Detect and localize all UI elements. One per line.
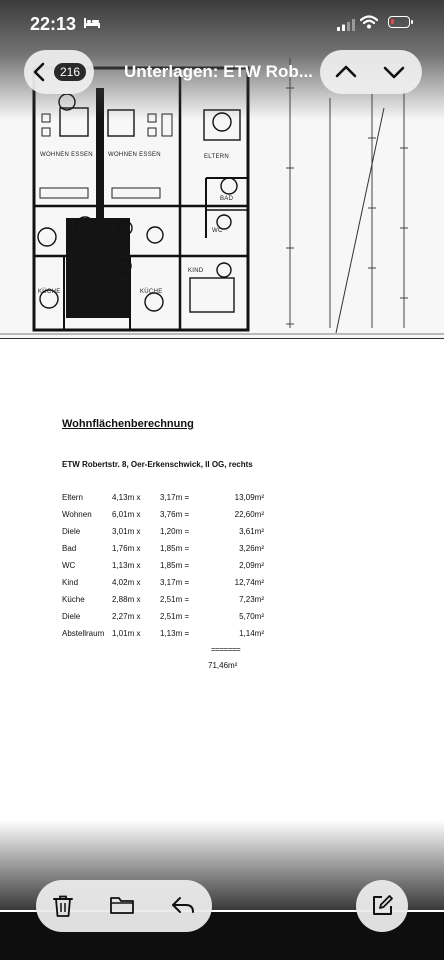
area-calculation-page: Wohnflächenberechnung ETW Robertstr. 8, …: [0, 339, 444, 899]
photo-count-badge: 216: [54, 63, 87, 81]
page-divider: [0, 338, 444, 339]
sum-rule: =======: [211, 645, 241, 654]
chevron-down-icon[interactable]: [380, 60, 408, 84]
back-button[interactable]: 216: [24, 50, 94, 94]
cellular-signal-icon: [337, 19, 355, 31]
folder-icon[interactable]: [109, 894, 135, 916]
document-subtitle: ETW Robertstr. 8, Oer-Erkenschwick, II O…: [62, 460, 253, 469]
navigate-pill: [320, 50, 422, 94]
room-label: WOHNEN ESSEN: [40, 152, 93, 158]
bed-icon: [84, 18, 100, 28]
chevron-left-icon: [33, 62, 45, 82]
room-label: ELTERN: [204, 154, 230, 160]
room-label: WC: [212, 228, 223, 234]
edit-icon: [373, 895, 393, 915]
page-title: Unterlagen: ETW Rob...: [124, 62, 313, 81]
wifi-icon: [360, 15, 378, 29]
document-heading: Wohnflächenberechnung: [62, 418, 194, 430]
reply-icon[interactable]: [170, 894, 196, 916]
chevron-up-icon[interactable]: [332, 60, 360, 84]
bottom-toolbar: [36, 880, 212, 932]
room-label: KIND: [188, 268, 204, 274]
room-label: WOHNEN ESSEN: [108, 152, 161, 158]
room-label: BAD: [220, 196, 234, 202]
status-bar: 22:13: [0, 0, 444, 48]
total-area: 71,46m²: [208, 661, 238, 670]
room-label: KÜCHE: [38, 289, 61, 295]
room-label: KÜCHE: [140, 289, 163, 295]
edit-button[interactable]: [356, 880, 408, 932]
trash-icon[interactable]: [52, 894, 74, 918]
status-time: 22:13: [30, 14, 77, 34]
battery-low-icon: [388, 16, 413, 28]
